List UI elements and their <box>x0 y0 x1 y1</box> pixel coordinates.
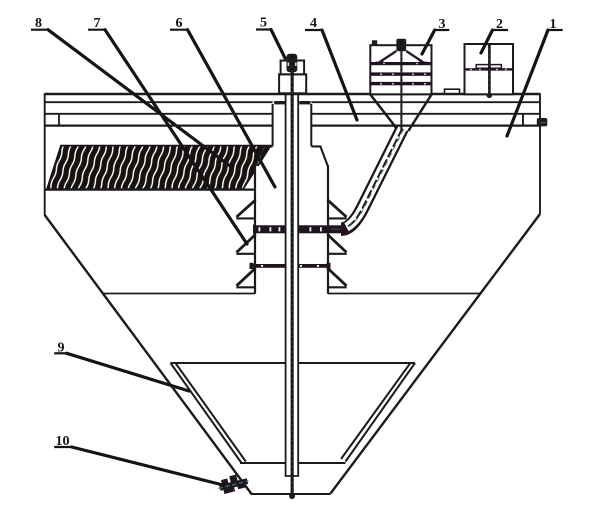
svg-text:2: 2 <box>496 17 503 32</box>
svg-text:1: 1 <box>550 17 557 32</box>
svg-text:9: 9 <box>58 341 65 356</box>
svg-text:8: 8 <box>35 16 42 31</box>
svg-text:6: 6 <box>176 16 183 31</box>
svg-text:10: 10 <box>56 434 70 449</box>
svg-text:7: 7 <box>94 16 101 31</box>
svg-text:4: 4 <box>310 16 317 31</box>
svg-text:5: 5 <box>260 16 267 31</box>
svg-text:3: 3 <box>439 17 446 32</box>
